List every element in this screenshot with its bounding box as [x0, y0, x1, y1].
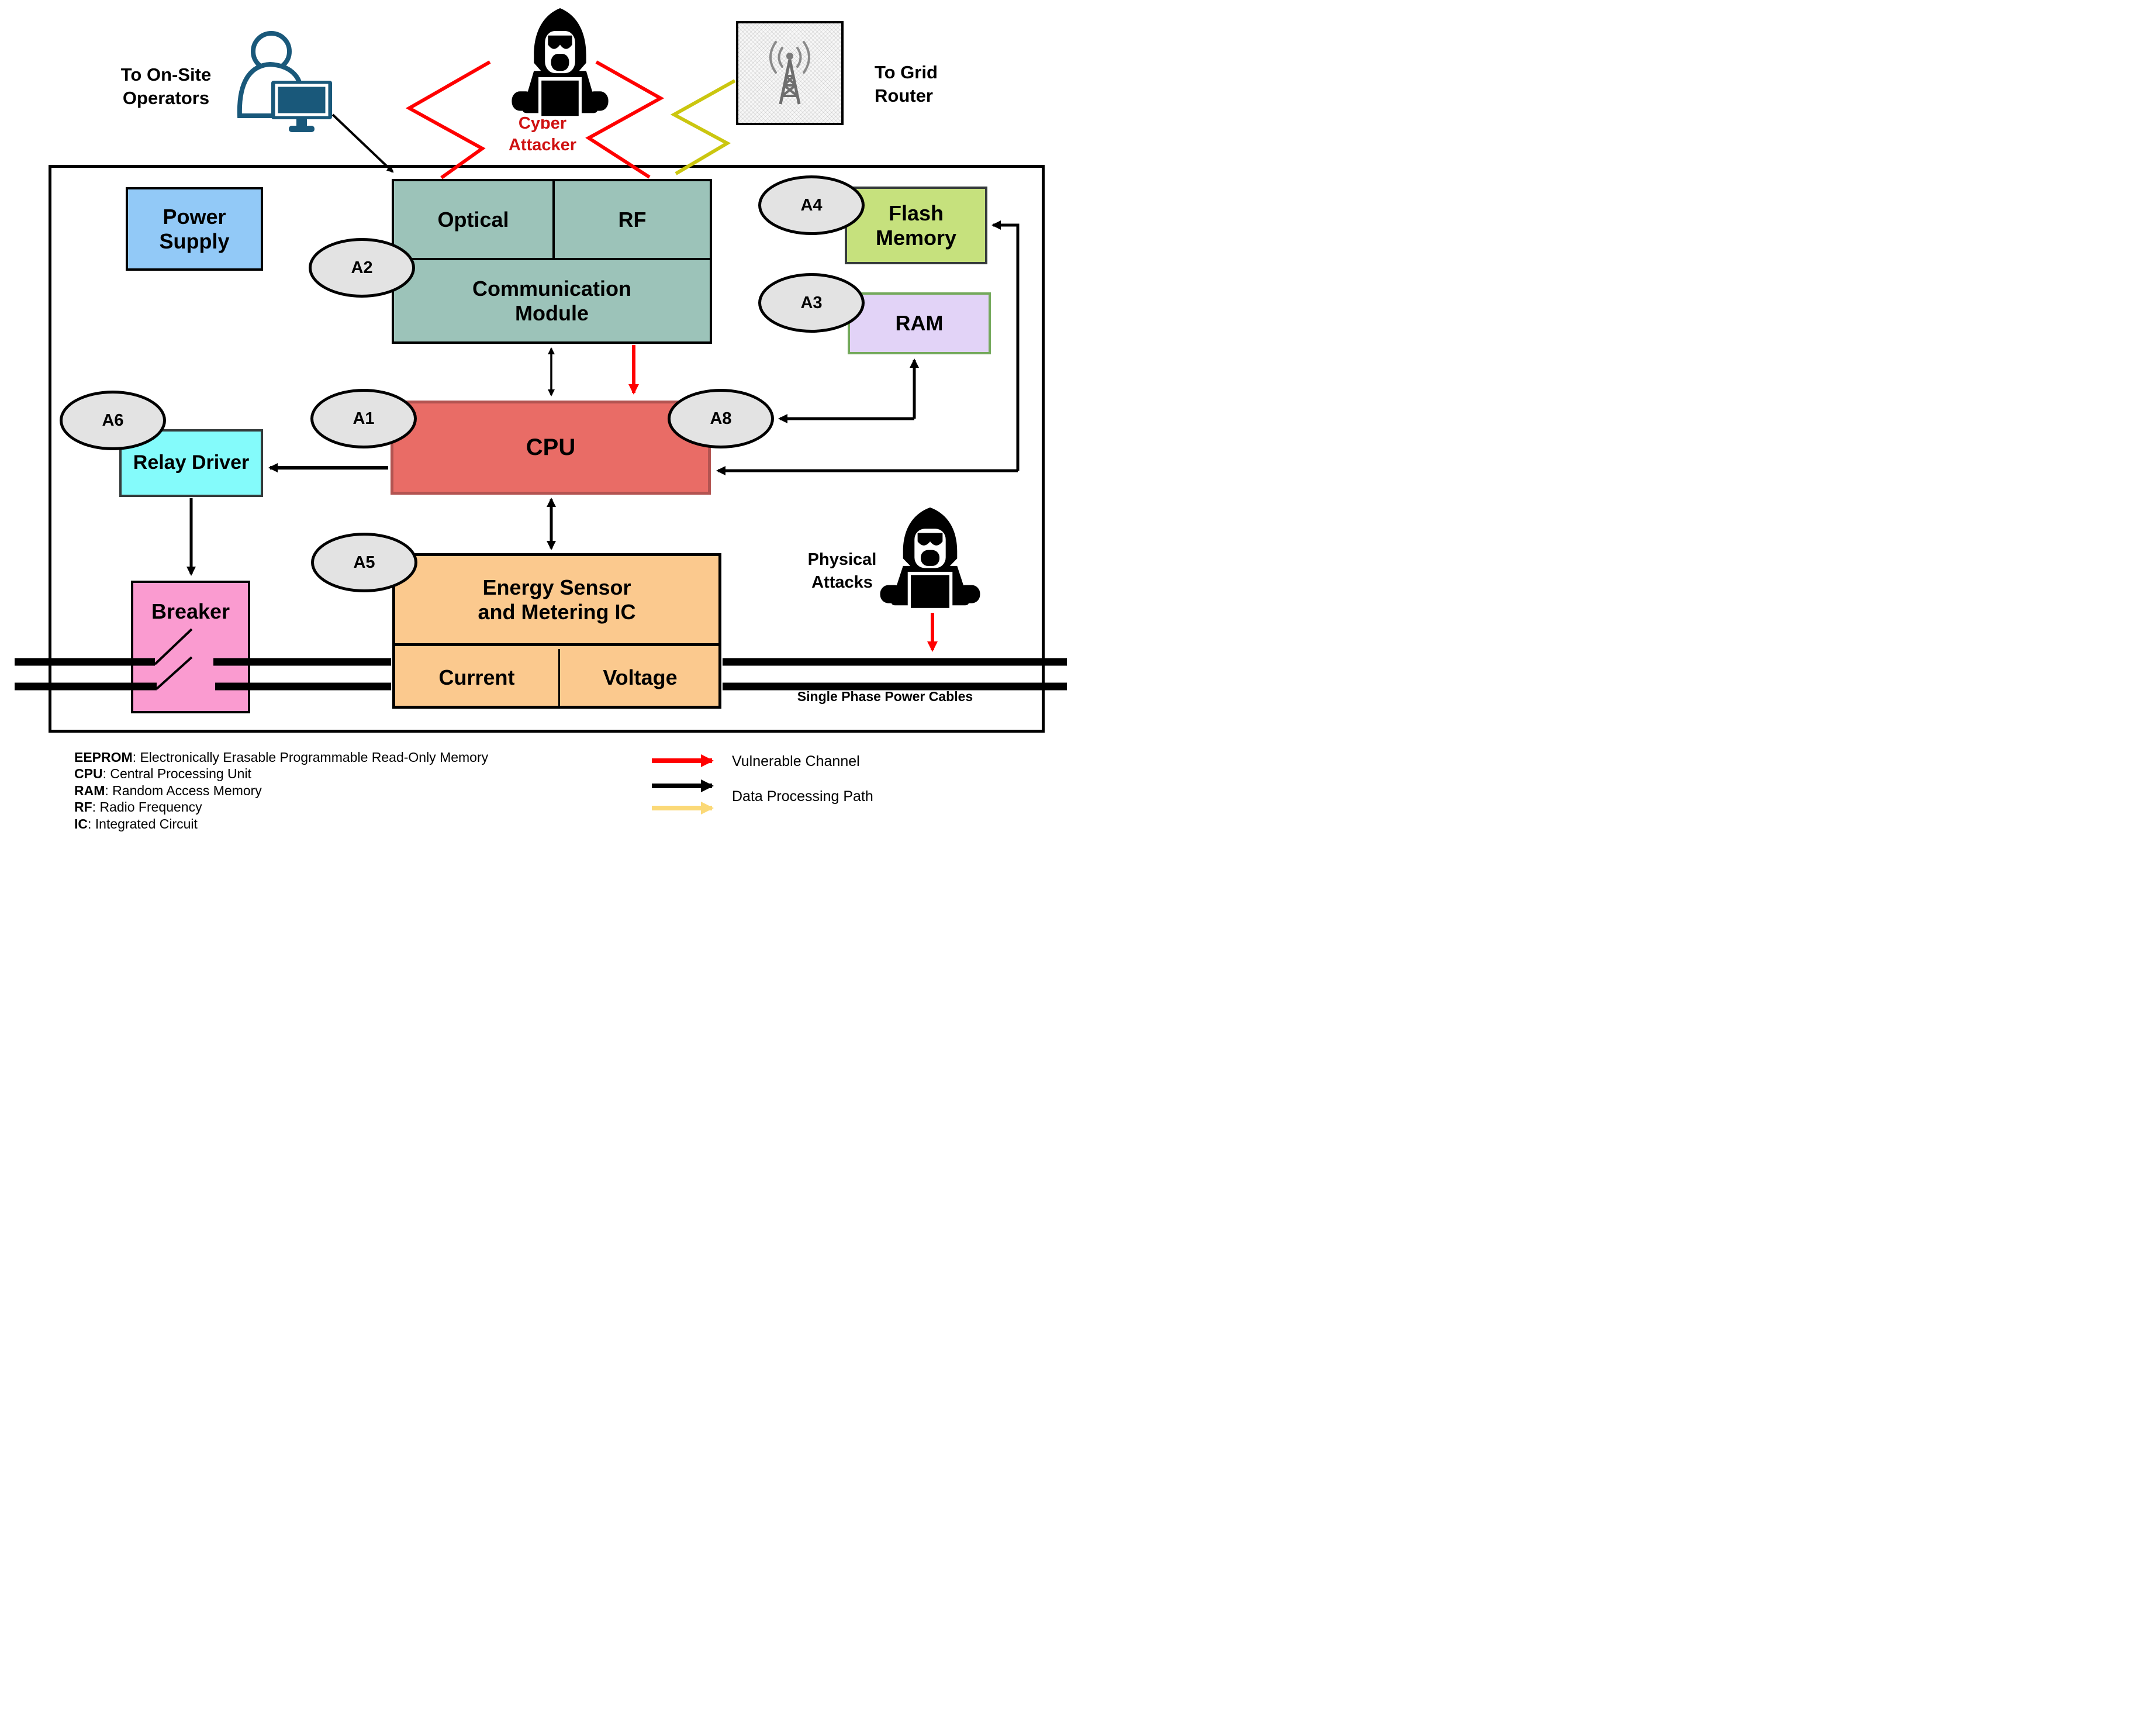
a2-label: A2 [351, 258, 373, 277]
breaker-box: Breaker [131, 581, 250, 713]
attack-point-a1: A1 [310, 389, 417, 448]
grid-router-box [736, 21, 844, 125]
grid-router-label: To Grid Router [875, 61, 938, 108]
cyber-attacker-line1: Cyber [518, 114, 567, 133]
rf-cell: RF [555, 181, 710, 260]
onsite-operators-line2: Operators [122, 88, 210, 108]
legend-row-rf: RF: Radio Frequency [74, 799, 488, 815]
cpu-term: CPU [74, 766, 103, 782]
a8-label: A8 [710, 409, 732, 428]
onsite-operators-line1: To On-Site [120, 64, 212, 85]
power-supply-line2: Supply [159, 229, 230, 253]
optical-label: Optical [437, 207, 509, 232]
physical-attacks-line1: Physical [807, 550, 877, 569]
ic-term: IC [74, 816, 88, 831]
eeprom-definition: : Electronically Erasable Programmable R… [132, 750, 489, 765]
cyber-attacker-icon [512, 8, 608, 118]
communication-module-box: Optical RF Communication Module [392, 179, 712, 344]
a6-label: A6 [102, 410, 124, 430]
radio-tower-icon [769, 41, 810, 105]
cyber-attacker-line2: Attacker [508, 136, 577, 154]
attack-point-a5: A5 [311, 533, 417, 592]
vulnerable-channel-label: Vulnerable Channel [732, 754, 860, 769]
legend-row-cpu: CPU: Central Processing Unit [74, 765, 488, 782]
grid-link-zigzag [670, 79, 736, 175]
a1-label: A1 [353, 409, 375, 428]
communication-module-line2: Module [515, 301, 589, 325]
cpu-box: CPU [391, 401, 711, 495]
relay-driver-box: Relay Driver [119, 429, 263, 497]
power-supply-line1: Power [163, 204, 226, 229]
legend-row-ic: IC: Integrated Circuit [74, 816, 488, 832]
a3-label: A3 [800, 293, 823, 312]
energy-sensor-line2: and Metering IC [478, 599, 636, 624]
cpu-definition: : Central Processing Unit [102, 766, 251, 782]
eeprom-term: EEPROM [74, 750, 133, 765]
power-cables-label: Single Phase Power Cables [780, 689, 990, 704]
data-processing-path-label: Data Processing Path [732, 789, 873, 804]
flash-memory-line1: Flash [888, 201, 944, 225]
grid-router-line1: To Grid [875, 62, 938, 82]
legend-row-ram: RAM: Random Access Memory [74, 782, 488, 799]
a4-label: A4 [800, 195, 823, 215]
power-cables-text: Single Phase Power Cables [797, 689, 973, 704]
ic-definition: : Integrated Circuit [88, 816, 198, 831]
optical-cell: Optical [394, 181, 555, 260]
onsite-operators-label: To On-Site Operators [78, 63, 254, 110]
grid-router-line2: Router [875, 85, 933, 106]
voltage-label: Voltage [603, 665, 678, 689]
rf-label: RF [618, 207, 647, 232]
current-cell: Current [395, 649, 560, 706]
communication-module-cell: Communication Module [394, 260, 710, 341]
breaker-label: Breaker [151, 599, 230, 623]
flash-memory-box: Flash Memory [845, 187, 987, 264]
ram-term: RAM [74, 782, 105, 798]
rf-definition: : Radio Frequency [92, 799, 202, 815]
attack-point-a2: A2 [309, 238, 415, 298]
voltage-cell: Voltage [562, 649, 718, 706]
ram-definition: : Random Access Memory [105, 782, 262, 798]
cyber-attacker-label: Cyber Attacker [472, 113, 613, 156]
flash-memory-line2: Memory [875, 225, 957, 250]
cpu-label: CPU [526, 434, 576, 461]
data-processing-path-text: Data Processing Path [732, 788, 873, 805]
physical-attacks-line2: Attacks [811, 573, 873, 592]
rf-term: RF [74, 799, 92, 815]
physical-attacks-label: Physical Attacks [782, 548, 902, 594]
smart-meter-architecture-diagram: To On-Site Operators Cyber Attacker To G… [0, 0, 1078, 865]
legend-row-eeprom: EEPROM: Electronically Erasable Programm… [74, 749, 488, 765]
operator-link-line [331, 113, 394, 173]
energy-sensor-box: Energy Sensor and Metering IC Current Vo… [392, 553, 721, 709]
vulnerable-channel-text: Vulnerable Channel [732, 753, 860, 769]
energy-sensor-cell: Energy Sensor and Metering IC [395, 556, 718, 646]
meter-enclosure [49, 165, 1045, 733]
power-supply-box: Power Supply [126, 187, 263, 271]
abbreviation-legend: EEPROM: Electronically Erasable Programm… [74, 749, 488, 832]
attack-point-a8: A8 [668, 389, 774, 448]
ram-label: RAM [895, 311, 944, 336]
attack-point-a3: A3 [758, 273, 865, 333]
attack-point-a4: A4 [758, 175, 865, 235]
communication-module-line1: Communication [472, 276, 631, 301]
current-label: Current [438, 665, 515, 689]
ram-box: RAM [848, 292, 991, 354]
relay-driver-label: Relay Driver [133, 451, 250, 474]
energy-sensor-line1: Energy Sensor [482, 575, 631, 599]
a5-label: A5 [353, 553, 375, 572]
attack-point-a6: A6 [60, 391, 166, 450]
